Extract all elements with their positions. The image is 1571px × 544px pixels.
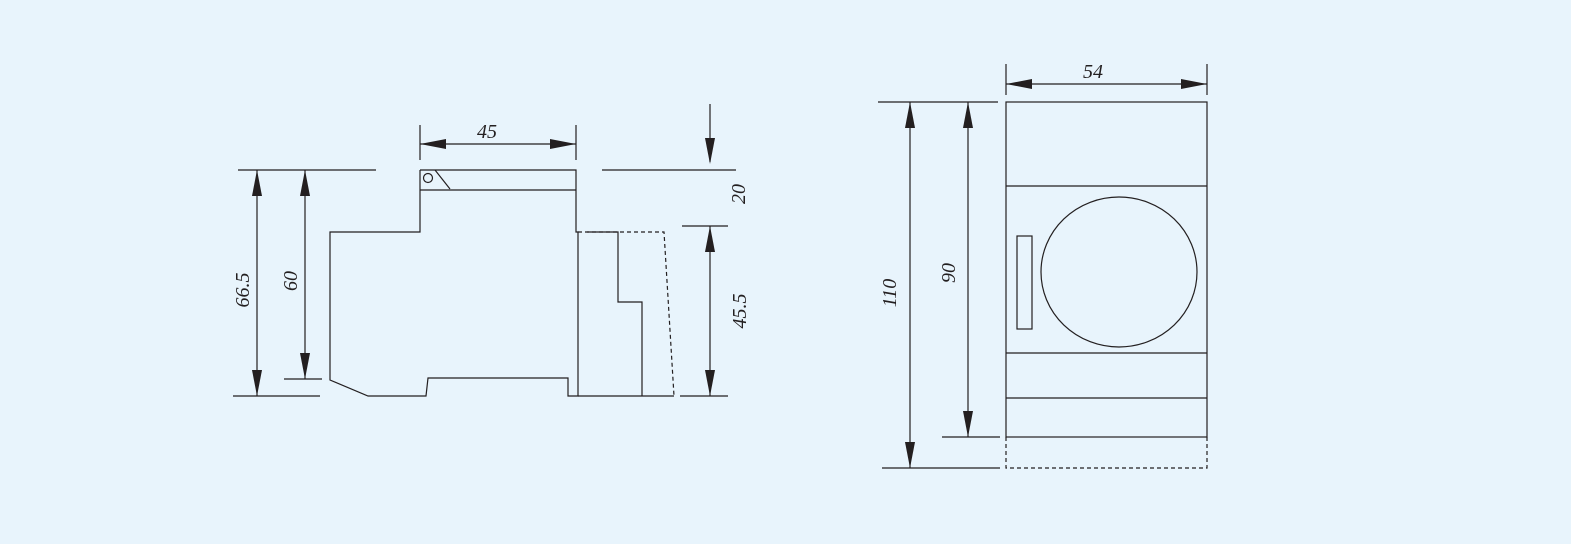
dim-label-45-5: 45.5 — [729, 294, 751, 329]
side-terminal-step — [587, 231, 643, 396]
dim-label-110: 110 — [879, 279, 901, 308]
dim-label-45: 45 — [477, 121, 497, 143]
arrow-20 — [705, 138, 715, 164]
arrow-45-5-top — [705, 226, 715, 252]
dim-label-20: 20 — [728, 184, 750, 204]
front-view: 54 110 90 — [878, 61, 1208, 469]
arrow-66-5-top — [252, 170, 262, 196]
arrow-54-right — [1181, 79, 1207, 89]
arrow-60-bottom — [300, 353, 310, 379]
arrow-60-top — [300, 170, 310, 196]
dim-label-90: 90 — [938, 263, 960, 283]
front-dial-circle — [1040, 196, 1198, 348]
arrow-110-top — [905, 102, 915, 128]
dim-label-54: 54 — [1083, 61, 1103, 83]
side-screw-hole — [422, 172, 434, 184]
arrow-45-left — [420, 139, 446, 149]
arrow-66-5-bottom — [252, 370, 262, 396]
arrow-90-bottom — [963, 411, 973, 437]
arrow-54-left — [1006, 79, 1032, 89]
arrow-110-bottom — [905, 442, 915, 468]
side-body-outline — [329, 169, 579, 397]
side-cap-bevel — [434, 169, 451, 190]
front-indicator-window — [1016, 235, 1033, 330]
front-dashed-base — [1005, 437, 1208, 469]
dim-label-60: 60 — [280, 271, 302, 291]
arrow-45-right — [550, 139, 576, 149]
arrow-45-5-bottom — [705, 370, 715, 396]
front-body-outline — [1005, 101, 1208, 438]
side-view: 66.5 60 45 20 45.5 — [232, 104, 751, 397]
arrow-90-top — [963, 102, 973, 128]
dim-label-66-5: 66.5 — [232, 273, 254, 308]
